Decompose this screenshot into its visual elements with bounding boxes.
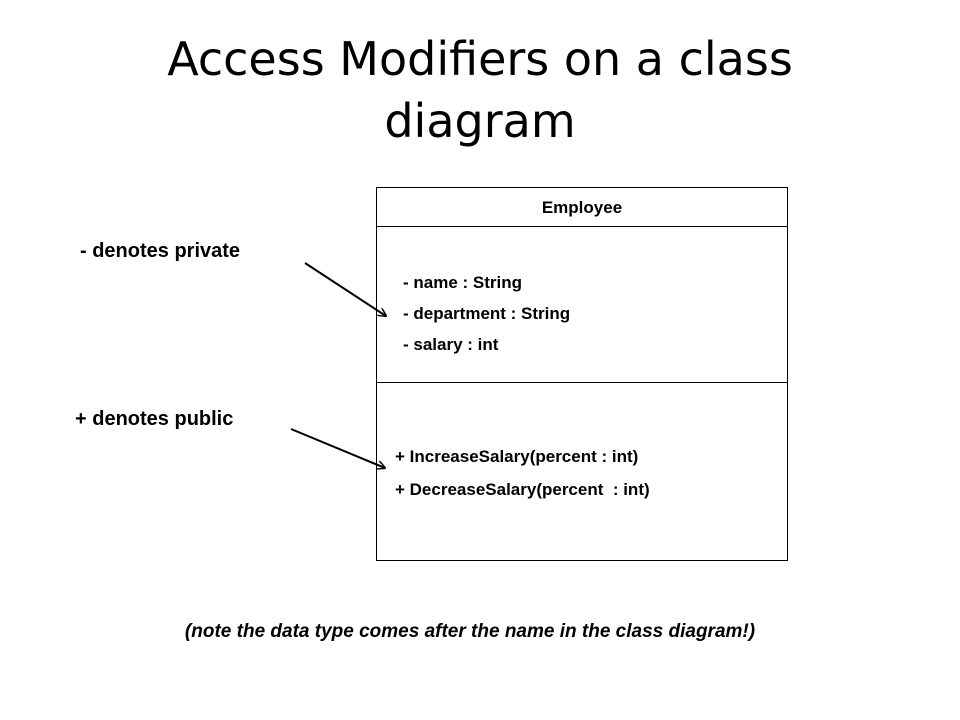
- page-title: Access Modifiers on a class diagram: [0, 28, 960, 152]
- attribute-name: - name : String: [403, 273, 523, 292]
- footnote: (note the data type comes after the name…: [184, 621, 756, 642]
- attribute-salary: - salary : int: [403, 335, 499, 354]
- operations-compartment: + IncreaseSalary(percent : int) + Decrea…: [377, 383, 787, 506]
- operation-decrease-salary: + DecreaseSalary(percent : int): [395, 480, 650, 499]
- title-line-1: Access Modifiers on a class: [167, 32, 793, 86]
- class-name: Employee: [377, 188, 787, 227]
- private-annotation: - denotes private: [80, 240, 241, 262]
- uml-class-box: Employee - name : String - department : …: [376, 187, 788, 561]
- private-arrow: [304, 262, 386, 316]
- attributes-compartment: - name : String - department : String - …: [377, 227, 787, 383]
- public-arrow: [290, 428, 385, 468]
- attribute-department: - department : String: [403, 304, 571, 323]
- public-annotation: + denotes public: [75, 408, 234, 430]
- title-line-2: diagram: [384, 94, 576, 148]
- operation-increase-salary: + IncreaseSalary(percent : int): [395, 447, 639, 466]
